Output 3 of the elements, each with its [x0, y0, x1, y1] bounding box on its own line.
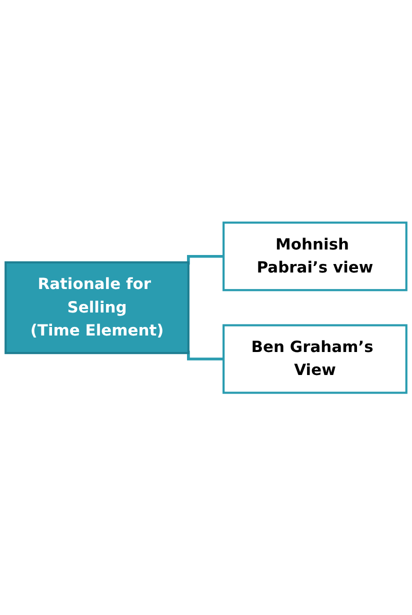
topic-box: Mohnish Pabrai’s view	[222, 221, 408, 291]
root-box: Rationale for Selling (Time Element)	[4, 261, 190, 354]
topic-box: Ben Graham’s View	[222, 324, 408, 394]
